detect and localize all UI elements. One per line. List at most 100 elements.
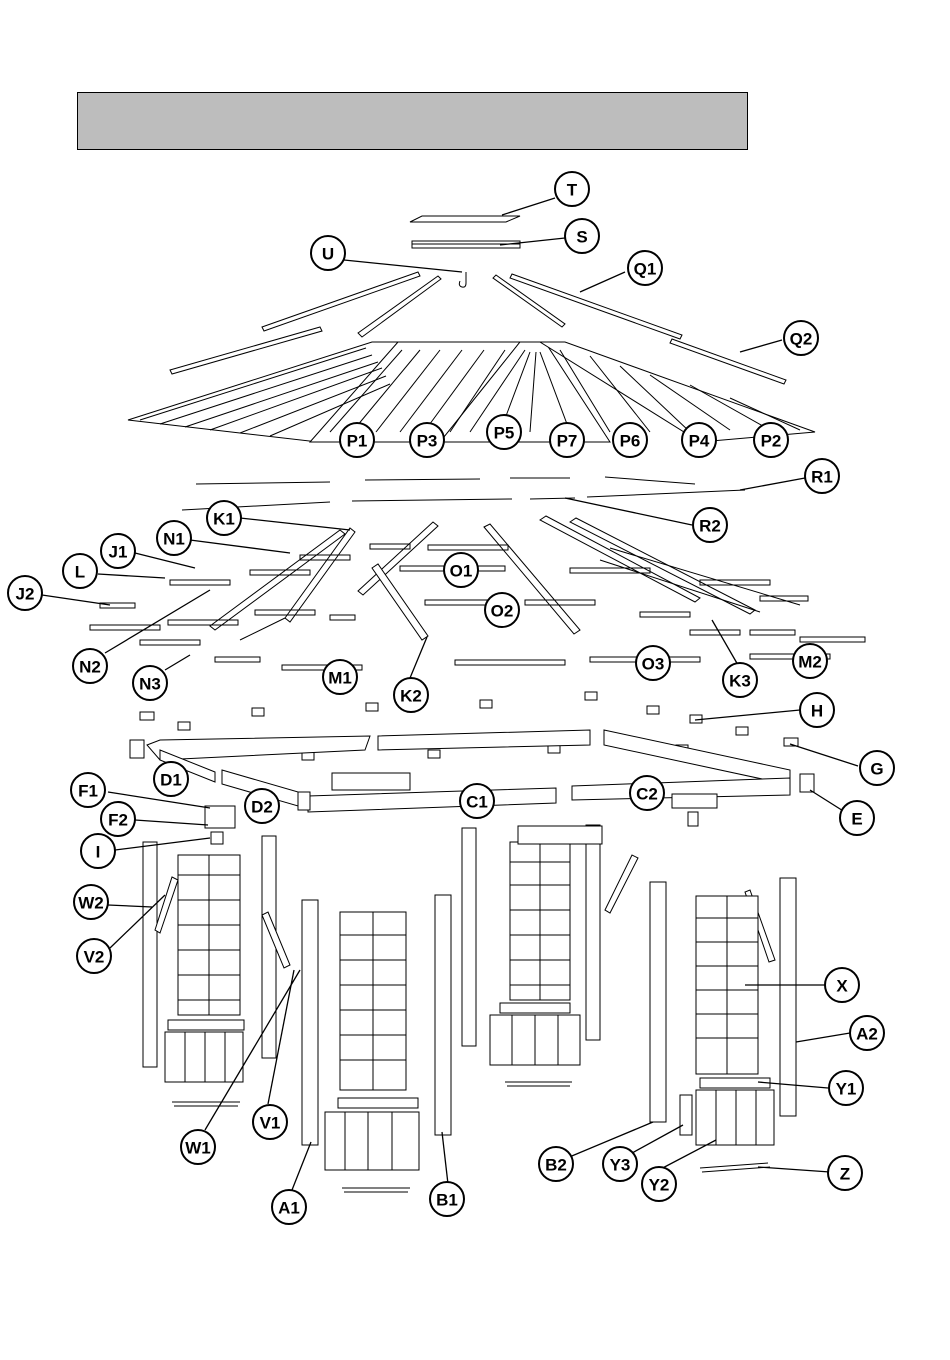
callout-f1: F1 xyxy=(71,773,105,807)
callout-label: R2 xyxy=(699,517,721,536)
callout-label: J2 xyxy=(16,585,35,604)
callout-z: Z xyxy=(828,1156,862,1190)
callout-label: D2 xyxy=(251,798,273,817)
callout-label: H xyxy=(811,702,823,721)
callout-label: M2 xyxy=(798,653,822,672)
callout-q1: Q1 xyxy=(628,251,662,285)
callout-label: R1 xyxy=(811,468,833,487)
callout-label: D1 xyxy=(160,771,182,790)
callout-s: S xyxy=(565,219,599,253)
callout-y1: Y1 xyxy=(829,1071,863,1105)
callout-label: E xyxy=(851,810,862,829)
callout-label: P6 xyxy=(620,432,641,451)
callout-label: G xyxy=(870,760,883,779)
callout-i: I xyxy=(81,834,115,868)
callout-label: O3 xyxy=(642,655,665,674)
callout-label: Y2 xyxy=(649,1176,670,1195)
callout-n3: N3 xyxy=(133,666,167,700)
callout-o1: O1 xyxy=(444,553,478,587)
callout-w2: W2 xyxy=(74,885,108,919)
callout-label: N2 xyxy=(79,658,101,677)
callout-label: Z xyxy=(840,1165,850,1184)
callout-p1: P1 xyxy=(340,423,374,457)
callout-label: P1 xyxy=(347,432,368,451)
callout-x: X xyxy=(825,968,859,1002)
callout-label: S xyxy=(576,228,587,247)
callout-label: I xyxy=(96,843,101,862)
callout-n2: N2 xyxy=(73,649,107,683)
callout-label: C2 xyxy=(636,785,658,804)
callout-label: P3 xyxy=(417,432,438,451)
callout-label: Y3 xyxy=(610,1156,631,1175)
callout-label: C1 xyxy=(466,793,488,812)
callout-label: K2 xyxy=(400,687,422,706)
callout-m2: M2 xyxy=(793,644,827,678)
callout-label: O1 xyxy=(450,562,473,581)
callout-j1: J1 xyxy=(101,534,135,568)
callout-e: E xyxy=(840,801,874,835)
callout-p6: P6 xyxy=(613,423,647,457)
callout-label: B2 xyxy=(545,1156,567,1175)
callout-o3: O3 xyxy=(636,646,670,680)
callout-label: U xyxy=(322,245,334,264)
callout-r1: R1 xyxy=(805,459,839,493)
callout-label: Q2 xyxy=(790,330,813,349)
callout-b1: B1 xyxy=(430,1182,464,1216)
callout-o2: O2 xyxy=(485,593,519,627)
part-u-hook xyxy=(459,272,466,287)
callout-h: H xyxy=(800,693,834,727)
callout-label: K1 xyxy=(213,510,235,529)
callout-c2: C2 xyxy=(630,776,664,810)
callout-d1: D1 xyxy=(154,762,188,796)
callout-p3: P3 xyxy=(410,423,444,457)
callout-r2: R2 xyxy=(693,508,727,542)
callout-a1: A1 xyxy=(272,1190,306,1224)
callout-label: A2 xyxy=(856,1025,878,1044)
part-t-top-cap xyxy=(410,216,520,222)
callout-w1: W1 xyxy=(181,1130,215,1164)
callout-p7: P7 xyxy=(550,423,584,457)
callout-label: N1 xyxy=(163,530,185,549)
callout-label: K3 xyxy=(729,672,751,691)
callout-y2: Y2 xyxy=(642,1167,676,1201)
callout-m1: M1 xyxy=(323,660,357,694)
callout-label: F2 xyxy=(108,811,128,830)
callout-q2: Q2 xyxy=(784,321,818,355)
callout-c1: C1 xyxy=(460,784,494,818)
callout-label: Y1 xyxy=(836,1080,857,1099)
callout-k1: K1 xyxy=(207,501,241,535)
callout-y3: Y3 xyxy=(603,1147,637,1181)
callout-label: A1 xyxy=(278,1199,300,1218)
callout-label: B1 xyxy=(436,1191,458,1210)
callout-label: T xyxy=(567,181,578,200)
callout-label: F1 xyxy=(78,782,98,801)
callout-g: G xyxy=(860,751,894,785)
callout-j2: J2 xyxy=(8,576,42,610)
callout-f2: F2 xyxy=(101,802,135,836)
callout-p5: P5 xyxy=(487,415,521,449)
callout-label: P4 xyxy=(689,432,710,451)
callout-label: P2 xyxy=(761,432,782,451)
callout-label: V1 xyxy=(260,1114,281,1133)
callout-label: V2 xyxy=(84,948,105,967)
callout-label: W1 xyxy=(185,1139,211,1158)
callout-label: X xyxy=(836,977,848,996)
callout-v1: V1 xyxy=(253,1105,287,1139)
callout-label: O2 xyxy=(491,602,514,621)
callout-a2: A2 xyxy=(850,1016,884,1050)
callout-v2: V2 xyxy=(77,939,111,973)
callout-label: N3 xyxy=(139,675,161,694)
callout-label: P5 xyxy=(494,424,515,443)
callout-b2: B2 xyxy=(539,1147,573,1181)
callout-label: W2 xyxy=(78,894,104,913)
callout-t: T xyxy=(555,172,589,206)
callout-label: M1 xyxy=(328,669,352,688)
callout-n1: N1 xyxy=(157,521,191,555)
callout-l: L xyxy=(63,554,97,588)
callout-label: P7 xyxy=(557,432,578,451)
callout-k2: K2 xyxy=(394,678,428,712)
callout-label: Q1 xyxy=(634,260,657,279)
callout-k3: K3 xyxy=(723,663,757,697)
callout-d2: D2 xyxy=(245,789,279,823)
